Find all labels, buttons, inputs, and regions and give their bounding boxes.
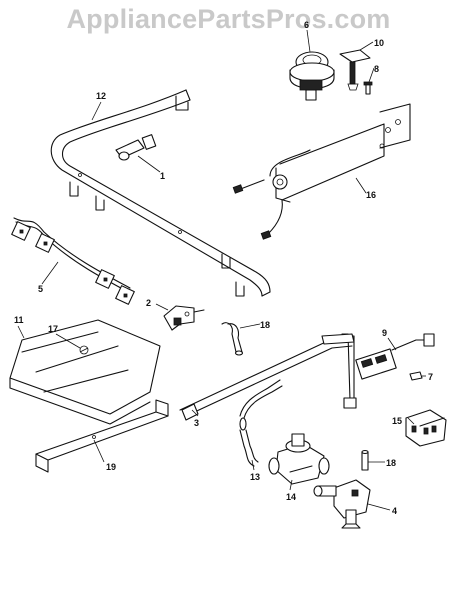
callout-9: 9 — [382, 328, 387, 338]
callout-5: 5 — [38, 284, 43, 294]
burner-bracket-part — [232, 103, 411, 240]
callout-8: 8 — [374, 64, 379, 74]
site-watermark: AppliancePartsPros.com — [66, 4, 391, 34]
callout-1: 1 — [160, 171, 165, 181]
ignition-switch-part — [355, 333, 435, 380]
bracket-clip-part — [339, 49, 371, 91]
callout-7: 7 — [428, 372, 433, 382]
manifold-pipe-part — [50, 89, 271, 297]
callout-18-lower: 18 — [386, 458, 396, 468]
pin-part-lower — [361, 449, 369, 471]
callout-6: 6 — [304, 20, 309, 30]
callout-3: 3 — [194, 418, 199, 428]
callout-14: 14 — [286, 492, 296, 502]
spark-module-part — [405, 409, 447, 447]
burner-head-part — [289, 51, 335, 101]
callout-19: 19 — [106, 462, 116, 472]
callout-13: 13 — [250, 472, 260, 482]
callout-15: 15 — [392, 416, 402, 426]
gas-valve-part — [313, 479, 371, 529]
callout-11: 11 — [14, 315, 24, 325]
callout-12: 12 — [96, 91, 106, 101]
tube-part-lower — [239, 379, 283, 467]
orifice-part — [115, 134, 157, 161]
leader-lines — [17, 29, 426, 511]
callout-16: 16 — [366, 190, 376, 200]
callout-17: 17 — [48, 324, 58, 334]
pressure-regulator-part — [268, 433, 330, 485]
shield-bracket-part — [35, 399, 169, 473]
callout-2: 2 — [146, 298, 151, 308]
screw-part — [363, 81, 373, 95]
harness-part — [11, 217, 135, 305]
callout-labels: 6 10 8 12 1 16 5 2 18 11 17 9 7 15 3 13 … — [14, 20, 433, 516]
callout-10: 10 — [374, 38, 384, 48]
callout-18-upper: 18 — [260, 320, 270, 330]
valve-bracket-part — [163, 305, 205, 331]
heat-shield-part — [9, 319, 161, 425]
callout-4: 4 — [392, 506, 397, 516]
small-screw-part — [409, 371, 423, 381]
tube-part-upper — [221, 322, 244, 356]
bypass-tube-part — [179, 333, 357, 421]
